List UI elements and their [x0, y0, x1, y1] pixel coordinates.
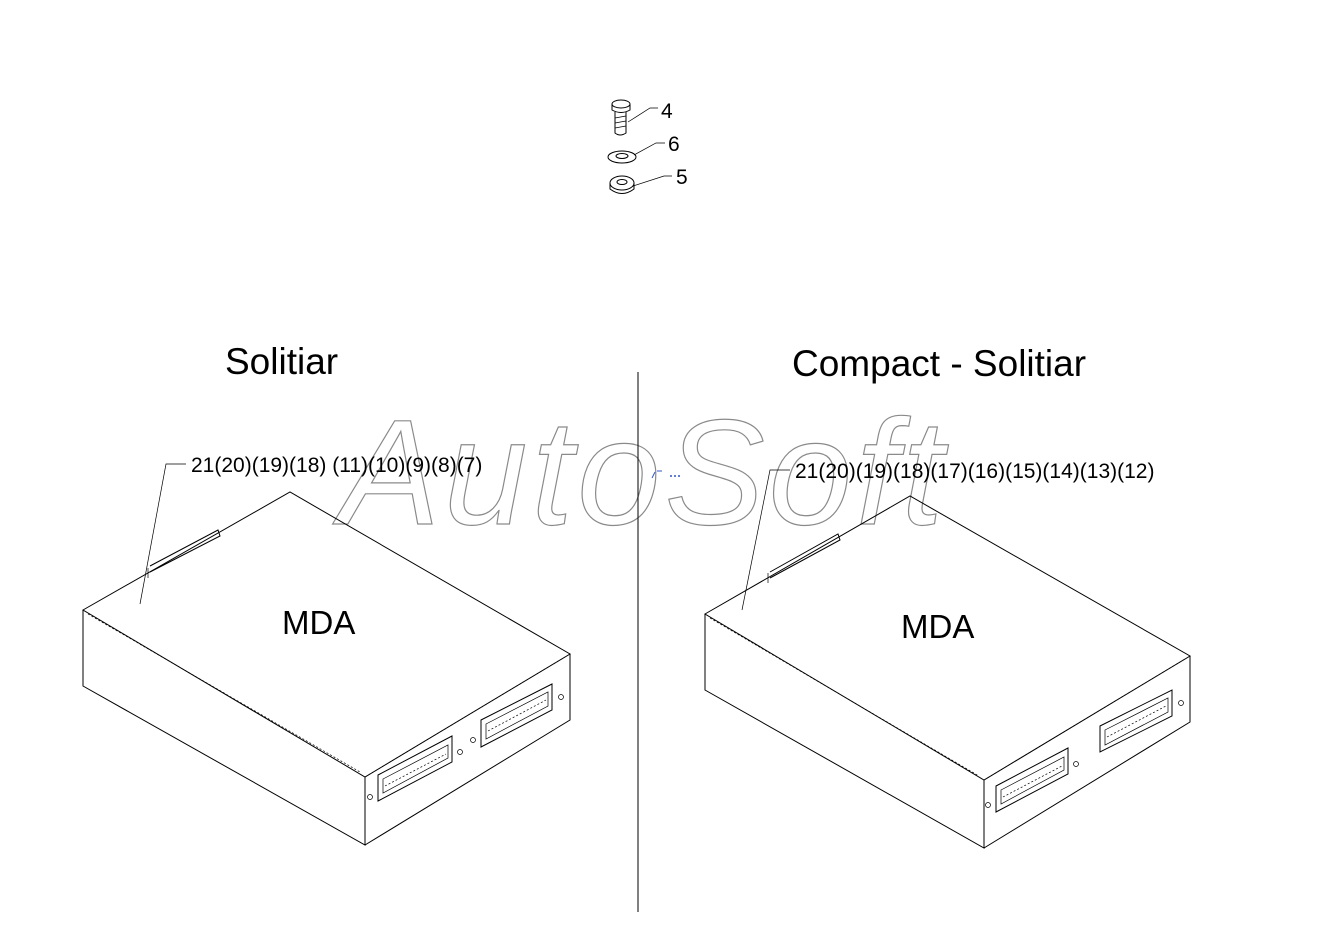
left-panel-title: Solitiar — [225, 341, 338, 382]
right-callout-leader — [741, 469, 790, 611]
right-panel-callout: 21(20)(19)(18)(17)(16)(15)(14)(13)(12) — [795, 460, 1154, 483]
left-panel-callout: 21(20)(19)(18) (11)(10)(9)(8)(7) — [191, 454, 482, 477]
washer-icon — [607, 150, 637, 164]
left-panel: Solitiar 21(20)(19)(18) (11)(10)(9)(8)(7… — [82, 341, 571, 846]
washer-callout: 6 — [668, 133, 680, 156]
right-connector-large — [1099, 689, 1184, 753]
bolt-callout: 4 — [661, 100, 673, 123]
right-connector-small — [985, 747, 1079, 813]
right-unit-label: MDA — [901, 608, 974, 645]
hardware-group: 4 6 5 — [607, 99, 688, 194]
nut-callout: 5 — [676, 166, 688, 189]
left-unit-label: MDA — [282, 604, 355, 641]
right-mda-unit: MDA — [704, 495, 1191, 849]
left-connector-small — [367, 735, 463, 802]
bolt-icon — [611, 99, 631, 136]
stray-marks — [651, 470, 680, 479]
right-panel: Compact - Solitiar 21(20)(19)(18)(17)(16… — [704, 343, 1191, 849]
left-connector-large — [470, 683, 564, 748]
right-panel-title: Compact - Solitiar — [792, 343, 1086, 384]
left-mda-unit: MDA — [82, 491, 571, 846]
nut-icon — [609, 175, 635, 194]
left-callout-leader — [139, 463, 186, 605]
